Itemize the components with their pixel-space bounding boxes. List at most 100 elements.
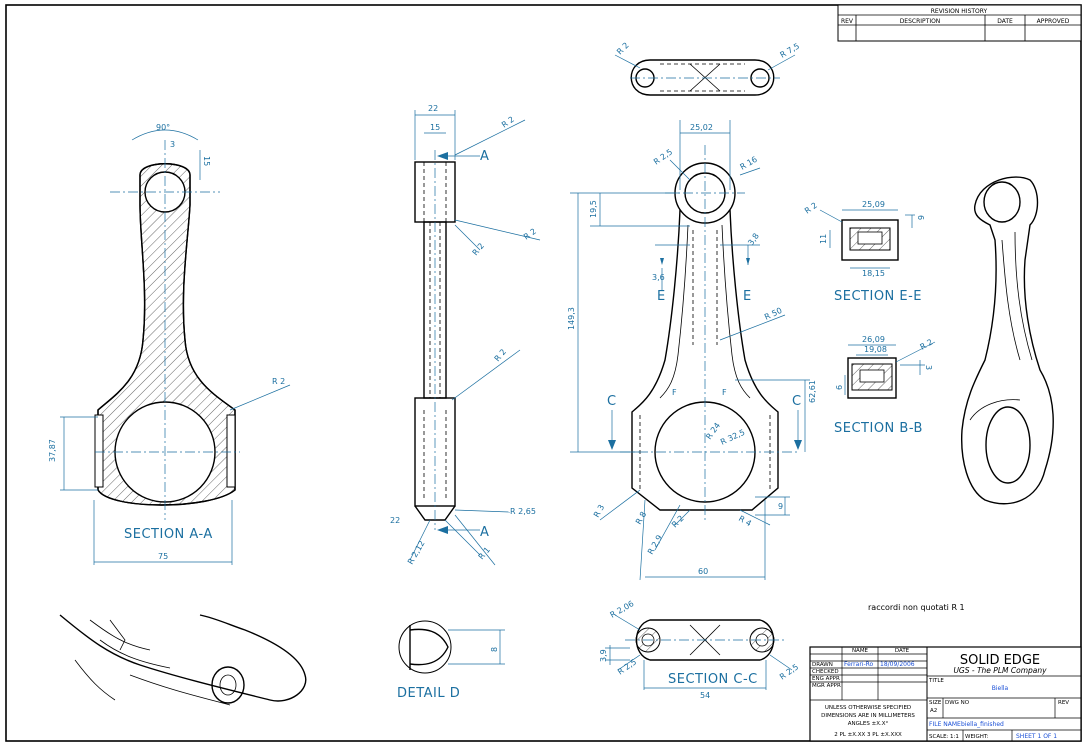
tb-size-value: A2 xyxy=(930,708,937,714)
section-marker-a-top: A xyxy=(480,149,489,164)
dim-3-6: 3,6 xyxy=(652,273,665,282)
section-aa-view: 90° 3 15 37,87 75 R 2 SECTION A-A xyxy=(48,123,291,565)
dim-r2-12: R 2,12 xyxy=(406,539,427,566)
tb-company-subtitle: UGS - The PLM Company xyxy=(953,666,1047,675)
tb-file-value: biella_finished xyxy=(961,721,1004,728)
section-marker-e-right: E xyxy=(743,289,752,304)
dim-r2-06: R 2,06 xyxy=(609,599,636,620)
tb-sheet: SHEET 1 OF 1 xyxy=(1016,733,1057,740)
section-marker-c-right: C xyxy=(792,394,802,409)
detail-d-label: DETAIL D xyxy=(397,686,460,701)
tb-title-value: Biella xyxy=(992,685,1009,692)
section-marker-c-left: C xyxy=(607,394,617,409)
section-bb-label: SECTION B-B xyxy=(834,421,923,436)
tb-name-header: NAME xyxy=(852,648,869,654)
dim-6-b: 6 xyxy=(835,385,844,390)
dim-25-02: 25,02 xyxy=(690,123,713,132)
tb-eng-appr-label: ENG APPR xyxy=(812,676,840,682)
section-ee-view: 25,09 6 11 18,15 R 2 SECTION E-E xyxy=(803,200,925,304)
dim-15-side: 15 xyxy=(430,123,440,132)
tb-file-label: FILE NAME: xyxy=(929,721,963,728)
dim-r2-5: R 2,5 xyxy=(652,147,674,166)
revision-history-table: REVISION HISTORY REV DESCRIPTION DATE AP… xyxy=(837,4,1082,42)
section-marker-e-left: E xyxy=(657,289,666,304)
section-marker-a-bottom: A xyxy=(480,525,489,540)
dim-19-08: 19,08 xyxy=(864,345,887,354)
tb-size-label: SIZE xyxy=(929,700,942,706)
approved-col-header: APPROVED xyxy=(1037,18,1070,25)
dim-19-5: 19,5 xyxy=(589,200,598,218)
dim-3-b: 3 xyxy=(924,365,933,370)
dim-37-87: 37,87 xyxy=(48,439,57,462)
tb-weight-label: WEIGHT: xyxy=(965,734,989,740)
dim-r2-65: R 2,65 xyxy=(510,507,536,516)
dim-r2-ee: R 2 xyxy=(803,201,819,216)
dim-75: 75 xyxy=(158,552,168,561)
detail-perspective-view xyxy=(59,614,307,706)
section-aa-label: SECTION A-A xyxy=(124,527,213,542)
dim-angle-90: 90° xyxy=(156,123,170,132)
tb-title-label: TITLE xyxy=(928,678,944,684)
revision-history-title: REVISION HISTORY xyxy=(931,8,988,15)
sheet-border xyxy=(5,4,1082,742)
tb-rev-label: REV xyxy=(1058,700,1069,706)
dim-60: 60 xyxy=(698,567,708,576)
dim-149-3: 149,3 xyxy=(567,307,576,330)
title-block: NAME DATE DRAWN Ferrari-Ro 18/09/2006 CH… xyxy=(809,646,1082,742)
dim-6-e: 6 xyxy=(916,215,925,220)
side-view: 22 15 R 2 R 2 R 2 R 2 22 R 2,65 R 2,12 R… xyxy=(390,104,541,566)
tb-mgr-appr-label: MGR APPR xyxy=(812,683,841,689)
top-view: R 2 R 7,5 xyxy=(614,41,802,96)
dim-r8: R 8 xyxy=(634,510,648,526)
section-marker-f-right: F xyxy=(722,388,727,397)
rev-col-header: REV xyxy=(841,18,854,25)
tb-dwg-label: DWG NO xyxy=(945,700,970,706)
dim-18-15: 18,15 xyxy=(862,269,885,278)
dim-r2-9: R 2,9 xyxy=(646,533,664,556)
dim-r2-side2: R 2 xyxy=(522,227,538,242)
dim-r2-5-cc-right: R 2,5 xyxy=(778,662,800,681)
dim-11: 11 xyxy=(819,234,828,244)
tb-tolerance-line4: 2 PL ±X.XX 3 PL ±X.XXX xyxy=(834,732,902,738)
dim-r2-bb: R 2 xyxy=(919,337,935,351)
tb-tolerance-line2: DIMENSIONS ARE IN MILLIMETERS xyxy=(821,713,915,719)
dim-54: 54 xyxy=(700,691,710,700)
tb-scale-label: SCALE: xyxy=(929,734,949,740)
tb-checked-label: CHECKED xyxy=(812,669,839,675)
dim-22-top: 22 xyxy=(428,104,438,113)
date-col-header: DATE xyxy=(997,18,1013,25)
dim-25-09: 25,09 xyxy=(862,200,885,209)
dim-r7-5: R 7,5 xyxy=(779,42,802,60)
fillet-note: raccordi non quotati R 1 xyxy=(868,603,965,612)
dim-8: 8 xyxy=(490,647,499,652)
tb-date-header: DATE xyxy=(895,648,910,654)
front-view: 25,02 R 16 R 2,5 19,5 149,3 3,8 3,6 R 50… xyxy=(567,120,817,581)
tb-tolerance-line1: UNLESS OTHERWISE SPECIFIED xyxy=(825,705,911,711)
dim-r2-aa: R 2 xyxy=(272,377,285,386)
section-ee-label: SECTION E-E xyxy=(834,289,922,304)
section-cc-view: R 2,06 3,9 R 2,5 R 2,5 54 SECTION C-C xyxy=(599,599,800,700)
tb-drawn-label: DRAWN xyxy=(812,662,833,668)
tb-drawn-name: Ferrari-Ro xyxy=(844,661,874,668)
tb-drawn-date: 18/09/2006 xyxy=(880,661,915,668)
dim-22-bottom: 22 xyxy=(390,516,400,525)
section-cc-label: SECTION C-C xyxy=(668,672,758,687)
dim-62-61: 62,61 xyxy=(808,380,817,403)
dim-r2-top: R 2 xyxy=(615,41,631,57)
dim-r2-front: R 2 xyxy=(670,514,686,530)
description-col-header: DESCRIPTION xyxy=(900,18,941,25)
dim-r4: R 4 xyxy=(737,514,753,528)
dim-r2-side3: R 2 xyxy=(471,241,486,257)
tb-company-logo: SOLID EDGE xyxy=(960,653,1040,668)
dim-26-09: 26,09 xyxy=(862,335,885,344)
tb-scale-value: 1:1 xyxy=(950,734,959,740)
section-bb-view: 26,09 19,08 6 3 R 2 SECTION B-B xyxy=(834,335,936,436)
dim-r2-side1: R 2 xyxy=(500,115,516,130)
tb-tolerance-line3: ANGLES ±X.X° xyxy=(848,721,889,727)
dim-15: 15 xyxy=(202,156,211,166)
dim-r32-5: R 32,5 xyxy=(719,428,746,447)
dim-3-9: 3,9 xyxy=(599,649,608,662)
section-marker-f-left: F xyxy=(672,388,677,397)
dim-9: 9 xyxy=(778,502,783,511)
